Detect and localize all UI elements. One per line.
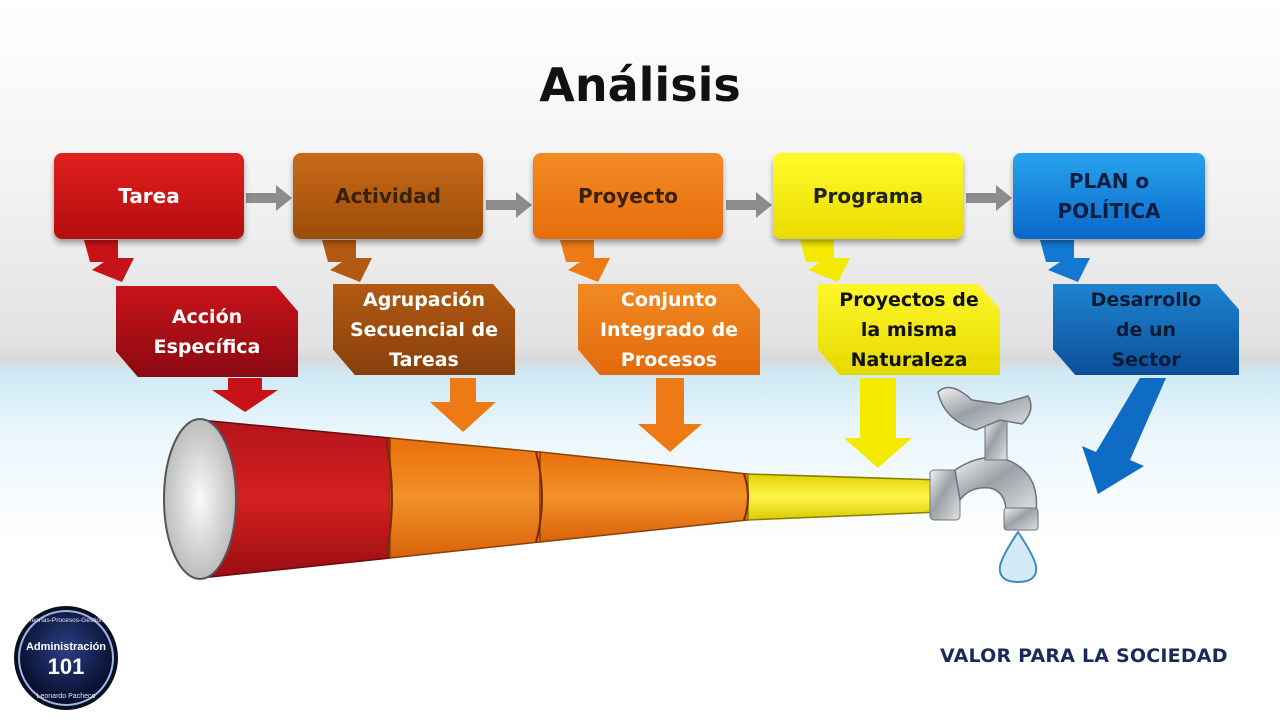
stage-box-tarea: Tarea xyxy=(54,153,244,239)
arrow-right-icon xyxy=(246,185,292,211)
connector-arrows xyxy=(246,185,1012,218)
stage-label: PLAN o POLÍTICA xyxy=(1057,169,1161,223)
stage-box-programa: Programa xyxy=(773,153,963,239)
pipe xyxy=(163,418,941,580)
faucet-icon xyxy=(929,386,1039,584)
stage-label: Programa xyxy=(812,184,924,208)
logo-number: 101 xyxy=(48,654,85,679)
stage-box-actividad: Actividad xyxy=(293,153,483,239)
callout-text: Acción Específica xyxy=(153,305,261,358)
bent-arrows xyxy=(84,240,1090,282)
water-drop-icon xyxy=(998,530,1038,584)
callout-accion: Acción Específica xyxy=(116,286,298,377)
stage-box-proyecto: Proyecto xyxy=(533,153,723,239)
stage-box-plan: PLAN o POLÍTICA xyxy=(1013,153,1205,239)
arrow-right-icon xyxy=(726,192,772,218)
arrow-right-icon xyxy=(486,192,532,218)
stage-label: Tarea xyxy=(118,184,180,208)
footer-text: VALOR PARA LA SOCIEDAD xyxy=(940,645,1228,667)
stage-label: Actividad xyxy=(335,184,441,208)
callout-text: Proyectos de la misma Naturaleza xyxy=(839,288,979,371)
logo-main-text: Administración xyxy=(26,641,106,653)
down-arrows xyxy=(212,378,1166,494)
callout-text: Desarrollo de un Sector xyxy=(1090,288,1202,371)
callout-text: Conjunto Integrado de Procesos xyxy=(599,288,739,371)
logo: Teorías-Procesos-Gestión Administración … xyxy=(14,606,118,710)
callout-agrupacion: Agrupación Secuencial de Tareas xyxy=(333,284,515,375)
stage-label: Proyecto xyxy=(577,184,679,208)
page-title: Análisis xyxy=(539,58,741,112)
logo-bottom-text: Leonardo Pacheco xyxy=(37,693,96,700)
logo-top-text: Teorías-Procesos-Gestión xyxy=(28,617,104,624)
callout-proyectos: Proyectos de la misma Naturaleza xyxy=(818,284,1000,375)
callout-desarrollo: Desarrollo de un Sector xyxy=(1053,284,1239,375)
callout-conjunto: Conjunto Integrado de Procesos xyxy=(578,284,760,375)
arrow-right-icon xyxy=(966,185,1012,211)
callout-text: Agrupación Secuencial de Tareas xyxy=(350,288,498,371)
